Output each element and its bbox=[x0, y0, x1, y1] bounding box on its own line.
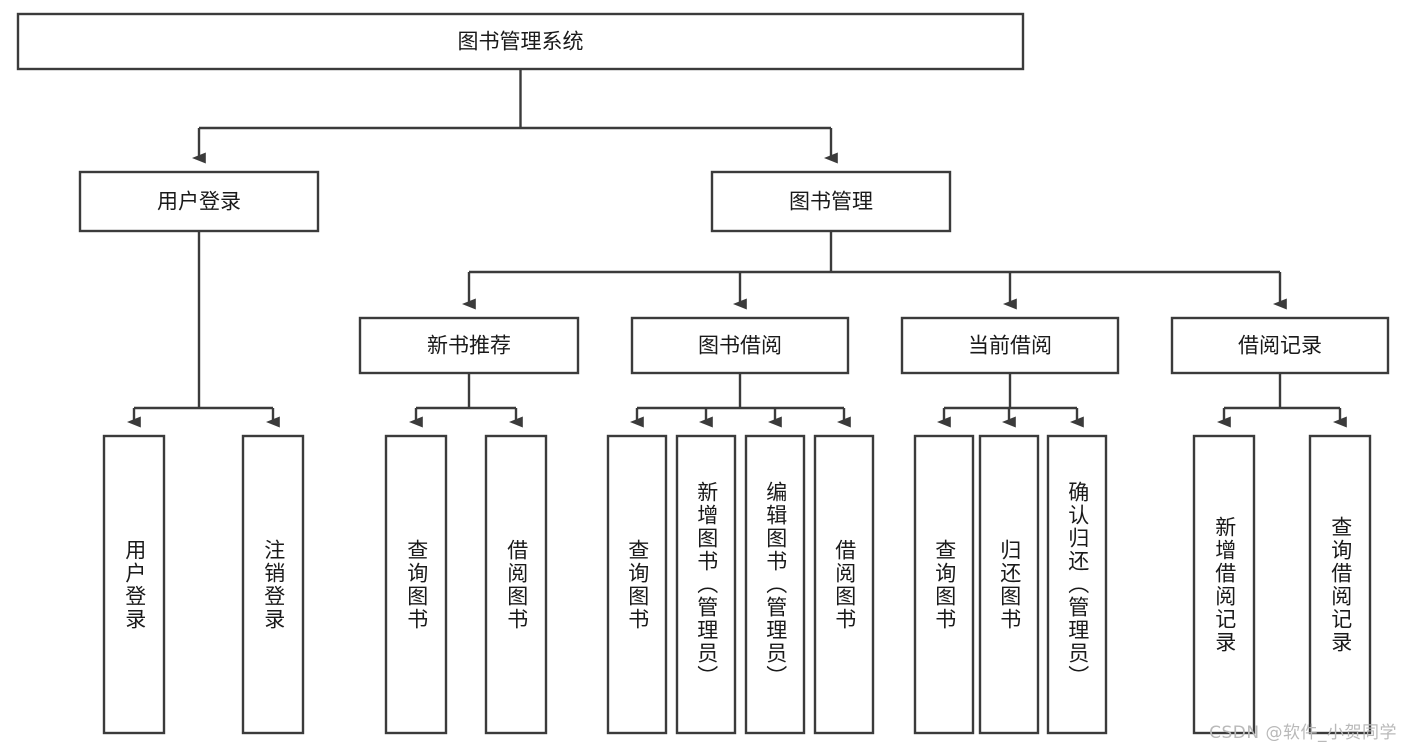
node-label-new-book-recommend: 新书推荐 bbox=[427, 334, 511, 358]
node-boxes bbox=[16, 12, 1390, 735]
node-label-borrow-records: 借阅记录 bbox=[1238, 334, 1322, 358]
node-box-leaf-query-record[interactable] bbox=[1308, 434, 1372, 735]
node-box-leaf-user-login[interactable] bbox=[102, 434, 166, 735]
node-box-leaf-borrow-book-rec[interactable] bbox=[484, 434, 548, 735]
node-box-current-borrow[interactable] bbox=[900, 316, 1120, 375]
node-box-leaf-query-book-cur[interactable] bbox=[913, 434, 975, 735]
node-box-leaf-query-book-borrow[interactable] bbox=[606, 434, 668, 735]
node-box-root[interactable] bbox=[16, 12, 1025, 71]
node-box-leaf-borrow-book[interactable] bbox=[813, 434, 875, 735]
node-label-user-login: 用户登录 bbox=[157, 190, 241, 214]
connector-lines bbox=[127, 69, 1347, 428]
node-box-borrow-records[interactable] bbox=[1170, 316, 1390, 375]
node-box-leaf-confirm-return[interactable] bbox=[1046, 434, 1108, 735]
node-box-book-borrow[interactable] bbox=[630, 316, 850, 375]
node-box-leaf-edit-book[interactable] bbox=[744, 434, 806, 735]
node-box-leaf-add-book[interactable] bbox=[675, 434, 737, 735]
node-box-leaf-return-book[interactable] bbox=[978, 434, 1040, 735]
node-box-user-login[interactable] bbox=[78, 170, 320, 233]
csdn-watermark: CSDN @软件_小贺同学 bbox=[1209, 723, 1397, 743]
node-box-new-book-recommend[interactable] bbox=[358, 316, 580, 375]
node-label-book-manage: 图书管理 bbox=[789, 190, 873, 214]
node-label-current-borrow: 当前借阅 bbox=[968, 334, 1052, 358]
node-box-leaf-add-record[interactable] bbox=[1192, 434, 1256, 735]
node-box-leaf-logout[interactable] bbox=[241, 434, 305, 735]
node-box-book-manage[interactable] bbox=[710, 170, 952, 233]
node-label-root: 图书管理系统 bbox=[458, 30, 584, 54]
node-label-book-borrow: 图书借阅 bbox=[698, 334, 782, 358]
node-box-leaf-query-book-rec[interactable] bbox=[384, 434, 448, 735]
